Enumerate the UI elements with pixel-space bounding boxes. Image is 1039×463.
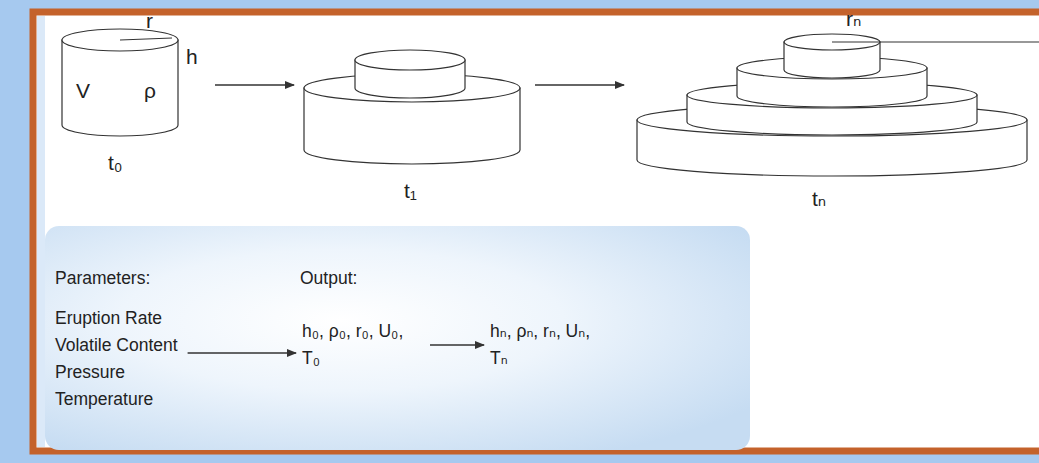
node-text: ρ <box>144 78 156 103</box>
parameter-panel <box>45 226 750 450</box>
node-text: hₙ, ρₙ, rₙ, Uₙ, Tₙ <box>490 318 608 372</box>
cylinder-stage: rₙ tₙ <box>630 2 1035 217</box>
output-set: h₀, ρ₀, r₀, U₀, T₀ <box>302 318 420 372</box>
node-text: Pressure <box>55 359 178 386</box>
node-text: h₀, ρ₀, r₀, U₀, T₀ <box>302 318 420 372</box>
parameter-list: Eruption RateVolatile ContentPressureTem… <box>55 305 178 414</box>
flow-arrow <box>215 84 294 86</box>
cylinders <box>62 29 1039 176</box>
node-text: t₁ <box>404 178 417 203</box>
frame <box>33 12 1039 451</box>
node-text: Volatile Content <box>55 332 178 359</box>
node-text: r <box>146 8 153 33</box>
node-text: tₙ <box>812 186 826 211</box>
inner-strip <box>37 16 45 447</box>
node-text: V <box>76 78 90 103</box>
section-label: Output: <box>300 268 357 289</box>
cylinder-stage: r hVρ t₀ <box>55 4 205 184</box>
node-text: h <box>186 44 198 69</box>
output-set: hₙ, ρₙ, rₙ, Uₙ, Tₙ <box>490 318 608 372</box>
flow-arrow <box>535 84 624 86</box>
node-text: Eruption Rate <box>55 305 178 332</box>
node-text: t₀ <box>108 150 123 175</box>
section-label: Parameters: <box>55 268 150 289</box>
cylinder-stage: t₁ <box>300 30 525 220</box>
node-text: rₙ <box>846 6 861 31</box>
node-text: Temperature <box>55 386 178 413</box>
flow-arrow <box>188 352 296 354</box>
flow-arrow <box>430 344 484 346</box>
